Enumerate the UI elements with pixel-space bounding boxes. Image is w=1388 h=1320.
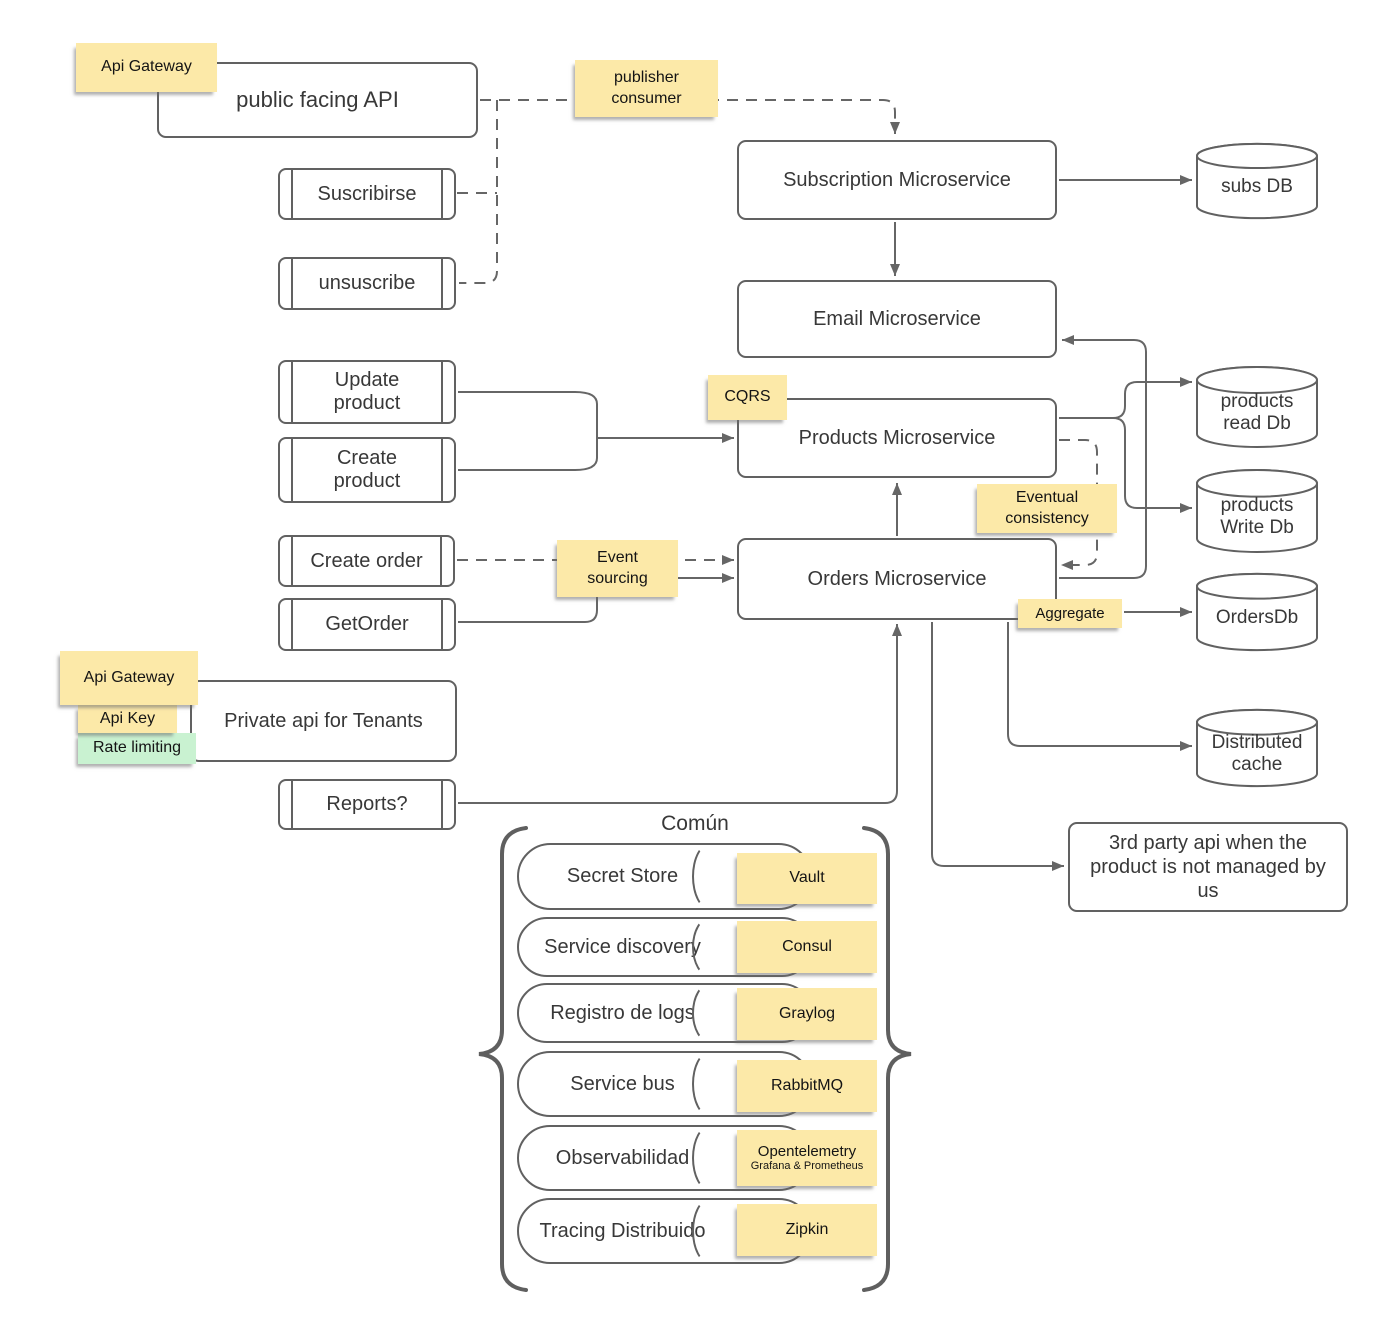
edge-products-to-read-db <box>1059 377 1192 419</box>
node-label: Create product <box>333 447 401 492</box>
sticky-api-key: Api Key <box>78 705 177 733</box>
comun-row-label: Service bus <box>570 1072 675 1095</box>
sticky-label: Aggregate <box>1035 604 1105 622</box>
sticky-publisher-consumer: publisher consumer <box>575 60 718 117</box>
edge-orders-to-cache <box>1007 622 1192 751</box>
node-email-microservice: Email Microservice <box>737 280 1057 358</box>
db-label: products Write Db <box>1220 495 1294 538</box>
node-label: Email Microservice <box>813 308 981 330</box>
edge-update-product-merge <box>458 391 598 438</box>
sticky-label: RabbitMQ <box>770 1076 844 1094</box>
sticky-label: Eventual consistency <box>1005 488 1089 527</box>
sticky-rate-limiting green: Rate limiting <box>78 733 196 764</box>
sticky-graylog: Graylog <box>737 988 877 1040</box>
node-label: public facing API <box>236 86 399 112</box>
node-update-product: Update product <box>278 360 456 424</box>
sticky-label: CQRS <box>724 388 771 406</box>
node-reports: Reports? <box>278 779 456 830</box>
comun-row-label: Tracing Distribuido <box>539 1219 706 1242</box>
node-label: GetOrder <box>325 613 409 635</box>
cylinder-shape <box>1195 365 1319 449</box>
sticky-cqrs: CQRS <box>708 375 787 420</box>
node-suscribirse: Suscribirse <box>278 168 456 220</box>
sticky-label: Graylog <box>778 1004 836 1022</box>
sticky-api-gateway-private: Api Gateway <box>60 651 198 705</box>
cylinder-shape <box>1195 468 1319 554</box>
sticky-consul: Consul <box>737 921 877 973</box>
sticky-zipkin: Zipkin <box>737 1204 877 1256</box>
sticky-label: Api Gateway <box>101 58 192 76</box>
comun-row-label: Service discovery <box>544 935 701 958</box>
sticky-label: Api Key <box>99 709 156 727</box>
node-private-api-for-tenants: Private api for Tenants <box>190 680 457 762</box>
sticky-aggregate: Aggregate <box>1018 599 1122 628</box>
cylinder-shape <box>1195 708 1319 788</box>
node-getorder: GetOrder <box>278 598 456 651</box>
node-label: Create order <box>310 549 423 572</box>
node-third-party-api: 3rd party api when the product is not ma… <box>1068 822 1348 912</box>
edge-orders-to-thirdparty <box>931 622 1064 871</box>
node-label: unsuscribe <box>318 272 416 294</box>
node-label: Products Microservice <box>798 427 996 449</box>
node-label: Suscribirse <box>317 182 417 205</box>
sticky-eventual-consistency: Eventual consistency <box>977 484 1117 533</box>
sticky-label: Vault <box>789 869 825 887</box>
sticky-api-gateway-top: Api Gateway <box>76 43 217 92</box>
db-label: OrdersDb <box>1215 607 1299 629</box>
db-orders: OrdersDb <box>1195 572 1319 652</box>
sticky-label: publisher consumer <box>611 68 682 107</box>
db-distributed-cache: Distributed cache <box>1195 708 1319 788</box>
cylinder-shape <box>1195 572 1319 652</box>
node-label: Orders Microservice <box>807 568 987 590</box>
db-products-write: products Write Db <box>1195 468 1319 554</box>
db-products-read: products read Db <box>1195 365 1319 449</box>
node-label: 3rd party api when the product is not ma… <box>1090 832 1326 902</box>
node-orders-microservice: Orders Microservice <box>737 538 1057 620</box>
cylinder-shape <box>1195 142 1319 220</box>
sticky-event-sourcing: Event sourcing <box>557 540 678 597</box>
node-unsuscribe: unsuscribe <box>278 257 456 310</box>
node-label: Subscription Microservice <box>783 169 1011 191</box>
comun-title: Común <box>630 812 760 836</box>
db-label: Distributed cache <box>1211 732 1303 775</box>
sticky-label: Opentelemetry <box>757 1142 857 1160</box>
node-label: Private api for Tenants <box>224 710 423 732</box>
sticky-rabbitmq: RabbitMQ <box>737 1060 877 1112</box>
comun-row-label: Registro de logs <box>550 1001 695 1024</box>
sticky-sublabel: Grafana & Prometheus <box>750 1160 864 1173</box>
db-subs: subs DB <box>1195 142 1319 220</box>
node-label: Update product <box>333 369 401 414</box>
edge-reports-to-orders <box>458 624 902 804</box>
node-create-order: Create order <box>278 535 455 587</box>
sticky-label: Event sourcing <box>587 548 648 587</box>
comun-row-label: Secret Store <box>566 865 679 887</box>
comun-row-label: Observabilidad <box>555 1146 690 1169</box>
node-products-microservice: Products Microservice <box>737 398 1057 478</box>
edge-orders-to-email <box>1059 335 1147 579</box>
node-subscription-microservice: Subscription Microservice <box>737 140 1057 220</box>
sticky-opentelemetry: Opentelemetry Grafana & Prometheus <box>737 1130 877 1186</box>
sticky-vault: Vault <box>737 853 877 904</box>
sticky-label: Consul <box>782 937 832 955</box>
sticky-label: Rate limiting <box>92 739 182 757</box>
db-label: products read Db <box>1220 391 1294 434</box>
db-label: subs DB <box>1221 176 1293 198</box>
sticky-label: Api Gateway <box>83 668 175 686</box>
sticky-label: Zipkin <box>785 1220 829 1238</box>
edge-create-product-merge <box>458 438 598 471</box>
node-create-product: Create product <box>278 437 456 503</box>
node-label: Reports? <box>326 793 408 815</box>
comun-title-label: Común <box>661 812 729 835</box>
